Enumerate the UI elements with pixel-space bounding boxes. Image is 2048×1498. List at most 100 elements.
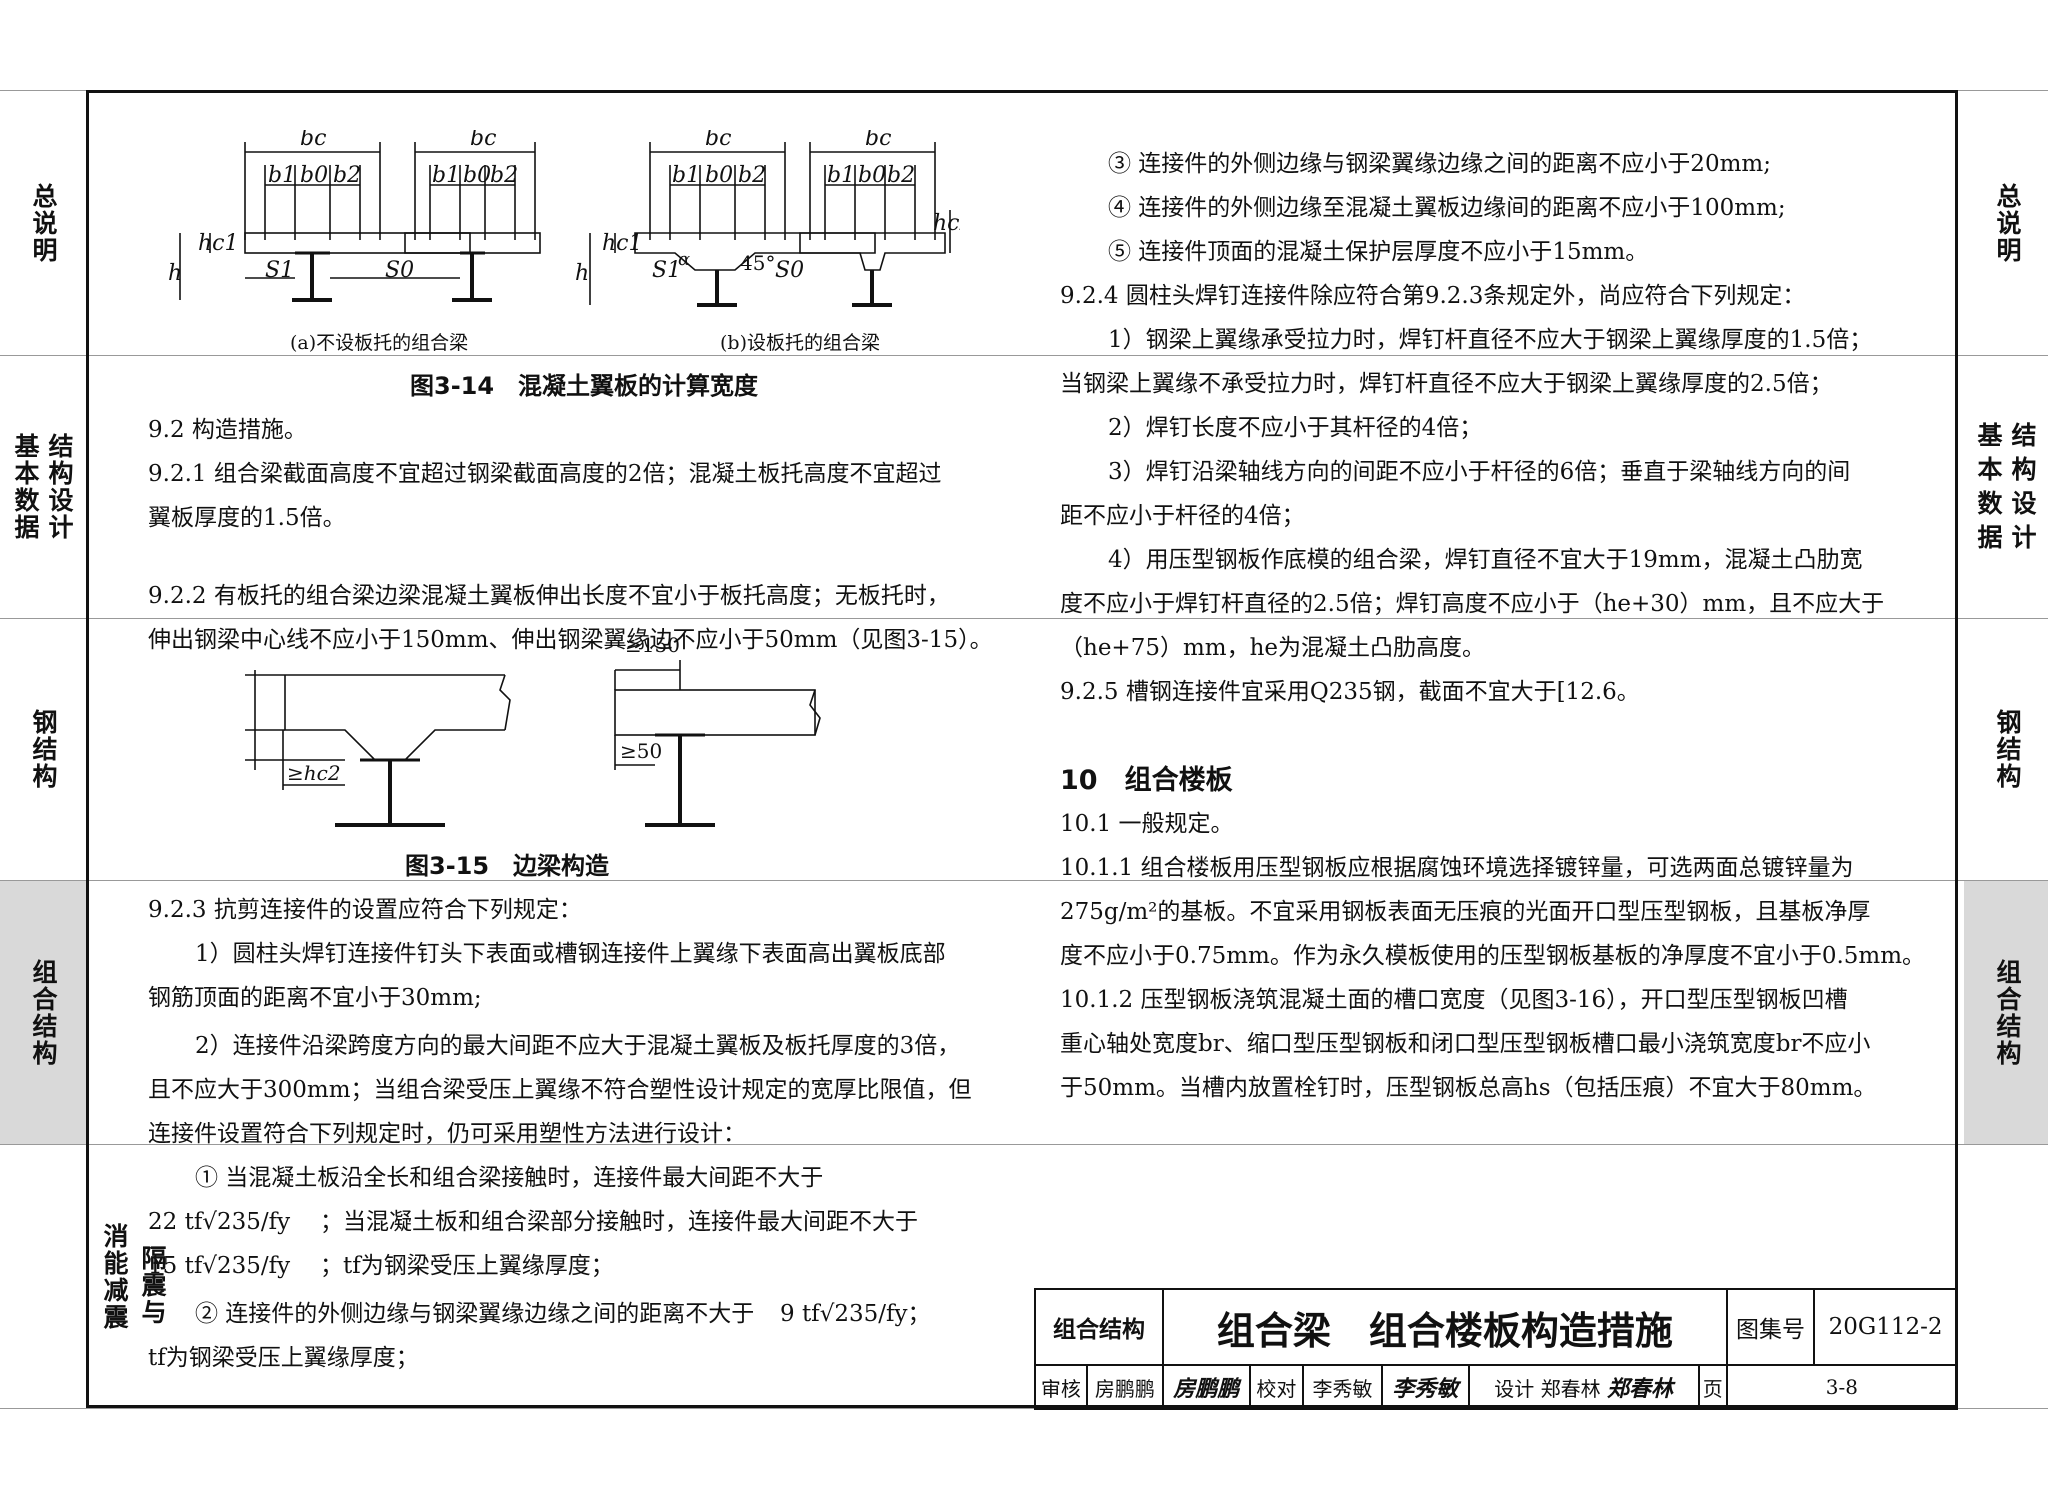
designer-signature: 郑春林 [1607, 1376, 1674, 1402]
drawing-frame [86, 90, 1958, 1408]
beam-a-right [404, 142, 541, 302]
subcaption-b: (b)设板托的组合梁 [720, 332, 880, 354]
paragraph: 10.1.2 压型钢板浇筑混凝土面的槽口宽度（见图3-16），开口型压型钢板凹槽 [1060, 987, 1848, 1013]
paragraph: （he+75）mm，he为混凝土凸肋高度。 [1060, 635, 1486, 661]
paragraph: 钢筋顶面的距离不宜小于30mm; [148, 985, 482, 1011]
checker-name: 李秀敏 [1302, 1364, 1383, 1410]
atlas-number: 20G112-2 [1813, 1288, 1958, 1366]
paragraph: 伸出钢梁中心线不应小于150mm、伸出钢梁翼缘边不应小于50mm（见图3-15）… [148, 627, 993, 653]
dim-b2: b2 [887, 163, 915, 188]
separator [0, 355, 2048, 356]
checker-signature: 李秀敏 [1381, 1364, 1470, 1410]
side-tab-steel[interactable]: 钢结构 [1964, 619, 2048, 880]
separator [0, 618, 2048, 619]
check-label: 校对 [1248, 1364, 1305, 1410]
paragraph: 275g/m²的基板。不宜采用钢板表面无压痕的光面开口型压型钢板，且基板净厚 [1060, 899, 1871, 925]
dim-b0: b0 [705, 163, 733, 188]
dim-150: ≥150 [625, 633, 680, 657]
paragraph: tf为钢梁受压上翼缘厚度； [148, 1345, 419, 1371]
paragraph: 9.2 构造措施。 [148, 417, 307, 443]
dim-50: ≥50 [620, 739, 662, 763]
side-tab-isolation[interactable]: 隔震与 消能减震 [1964, 1145, 2048, 1408]
paragraph: 4）用压型钢板作底模的组合梁，焊钉直径不宜大于19mm，混凝土凸肋宽 [1108, 547, 1863, 573]
review-label: 审核 [1034, 1364, 1088, 1410]
dim-h: h [168, 261, 182, 286]
beam-a-left [179, 142, 471, 302]
paragraph: 翼板厚度的1.5倍。 [148, 505, 346, 531]
side-tab-label: 总说明 [29, 182, 58, 264]
side-tab-steel[interactable]: 钢结构 [0, 619, 86, 880]
dim-hc2: hc2 [933, 211, 960, 236]
dim-b0: b0 [300, 163, 328, 188]
paragraph: 9.2.4 圆柱头焊钉连接件除应符合第9.2.3条规定外，尚应符合下列规定： [1060, 283, 1806, 309]
paragraph: 重心轴处宽度br、缩口型压型钢板和闭口型压型钢板槽口最小浇筑宽度br不应小 [1060, 1031, 1871, 1057]
reviewer-name: 房鹏鹏 [1085, 1364, 1165, 1410]
side-tab-label: 消能减震 [100, 1222, 129, 1331]
dim-b1: b1 [268, 163, 296, 188]
angle-45: 45° [740, 251, 775, 275]
dim-b2: b2 [738, 163, 766, 188]
design-label-text: 设计 [1494, 1377, 1535, 1401]
beam-b-right [799, 142, 951, 307]
paragraph: ；tf为钢梁受压上翼缘厚度； [320, 1253, 614, 1279]
figure-caption: 图3-14 混凝土翼板的计算宽度 [410, 372, 759, 400]
dim-b0: b0 [858, 163, 886, 188]
dim-hc1: hc1 [602, 231, 643, 256]
angle-alpha: α [678, 249, 690, 270]
paragraph: ③ 连接件的外侧边缘与钢梁翼缘边缘之间的距离不应小于20mm; [1108, 151, 1771, 177]
dim-b0: b0 [463, 163, 491, 188]
dim-bc: bc [865, 130, 891, 151]
paragraph: 3）焊钉沿梁轴线方向的间距不应小于杆径的6倍；垂直于梁轴线方向的间 [1108, 459, 1851, 485]
formula-text: 9 tf√235/fy； [780, 1301, 931, 1327]
dim-s1: S1 [652, 258, 681, 283]
paragraph: 于50mm。当槽内放置栓钉时，压型钢板总高hs（包括压痕）不宜大于80mm。 [1060, 1075, 1877, 1101]
paragraph: 度不应小于焊钉杆直径的2.5倍；焊钉高度不应小于（he+30）mm，且不应大于 [1060, 591, 1885, 617]
side-tab-composite[interactable]: 组合结构 [1964, 881, 2048, 1144]
side-tab-label: 隔震与 [138, 1245, 167, 1326]
dim-s0: S0 [385, 258, 414, 283]
paragraph: 2）焊钉长度不应小于其杆径的4倍； [1108, 415, 1483, 441]
paragraph: 10.1 一般规定。 [1060, 811, 1234, 837]
dim-bc: bc [705, 130, 731, 151]
side-tab-composite[interactable]: 组合结构 [0, 881, 86, 1144]
side-tab-isolation[interactable]: 隔震与 消能减震 [0, 1145, 167, 1408]
dim-h: h [575, 261, 589, 286]
figure-caption: 图3-15 边梁构造 [405, 852, 610, 880]
separator [0, 1408, 2048, 1409]
atlas-label: 图集号 [1725, 1288, 1816, 1366]
dim-b1: b1 [827, 163, 855, 188]
paragraph: 9.2.3 抗剪连接件的设置应符合下列规定： [148, 897, 582, 923]
paragraph: 1）钢梁上翼缘承受拉力时，焊钉杆直径不应大于钢梁上翼缘厚度的1.5倍； [1108, 327, 1873, 353]
side-tab-general[interactable]: 总说明 [0, 91, 86, 355]
paragraph: ① 当混凝土板沿全长和组合梁接触时，连接件最大间距不大于 [195, 1165, 824, 1191]
dim-bc: bc [300, 130, 326, 151]
beam-b-left [589, 142, 876, 307]
side-tab-label: 总说明 [1993, 182, 2022, 264]
side-tab-label: 钢结构 [29, 709, 58, 790]
paragraph: 9.2.1 组合梁截面高度不宜超过钢梁截面高度的2倍；混凝土板托高度不宜超过 [148, 461, 942, 487]
category-cell: 组合结构 [1034, 1288, 1164, 1366]
dim-b1: b1 [432, 163, 460, 188]
paragraph: 10.1.1 组合楼板用压型钢板应根据腐蚀环境选择镀锌量，可选两面总镀锌量为 [1060, 855, 1854, 881]
separator [0, 1144, 2048, 1145]
side-tab-basic-data[interactable]: 基本数据 结构设计 [0, 356, 86, 618]
reviewer-signature: 房鹏鹏 [1162, 1364, 1251, 1410]
side-tab-general[interactable]: 总说明 [1964, 91, 2048, 355]
separator [0, 880, 2048, 881]
designer-name: 郑春林 [1540, 1377, 1601, 1401]
formula-text: 22 tf√235/fy [148, 1209, 291, 1235]
figure-3-14: bc b1 b0 b2 bc b1 b0 b2 bc b1 b0 b2 bc b… [168, 130, 960, 307]
figure-3-15: ≥150 ≥50 ≥hc2 [245, 633, 821, 827]
section-heading: 10 组合楼板 [1060, 765, 1233, 796]
paragraph: 且不应大于300mm；当组合梁受压上翼缘不符合塑性设计规定的宽厚比限值，但 [148, 1077, 972, 1103]
dim-b2: b2 [333, 163, 361, 188]
paragraph: ⑤ 连接件顶面的混凝土保护层厚度不应小于15mm。 [1108, 239, 1649, 265]
paragraph: 距不应小于杆径的4倍； [1060, 503, 1305, 529]
design-label: 设计 郑春林 郑春林 [1467, 1364, 1700, 1410]
paragraph: 9.2.5 槽钢连接件宜采用Q235钢，截面不宜大于[12.6。 [1060, 679, 1640, 705]
paragraph: 2）连接件沿梁跨度方向的最大间距不应大于混凝土翼板及板托厚度的3倍， [195, 1033, 961, 1059]
subcaption-a: (a)不设板托的组合梁 [290, 332, 469, 354]
side-tab-label: 基本数据 [11, 433, 40, 541]
formula-text: 15 tf√235/fy [148, 1253, 291, 1279]
